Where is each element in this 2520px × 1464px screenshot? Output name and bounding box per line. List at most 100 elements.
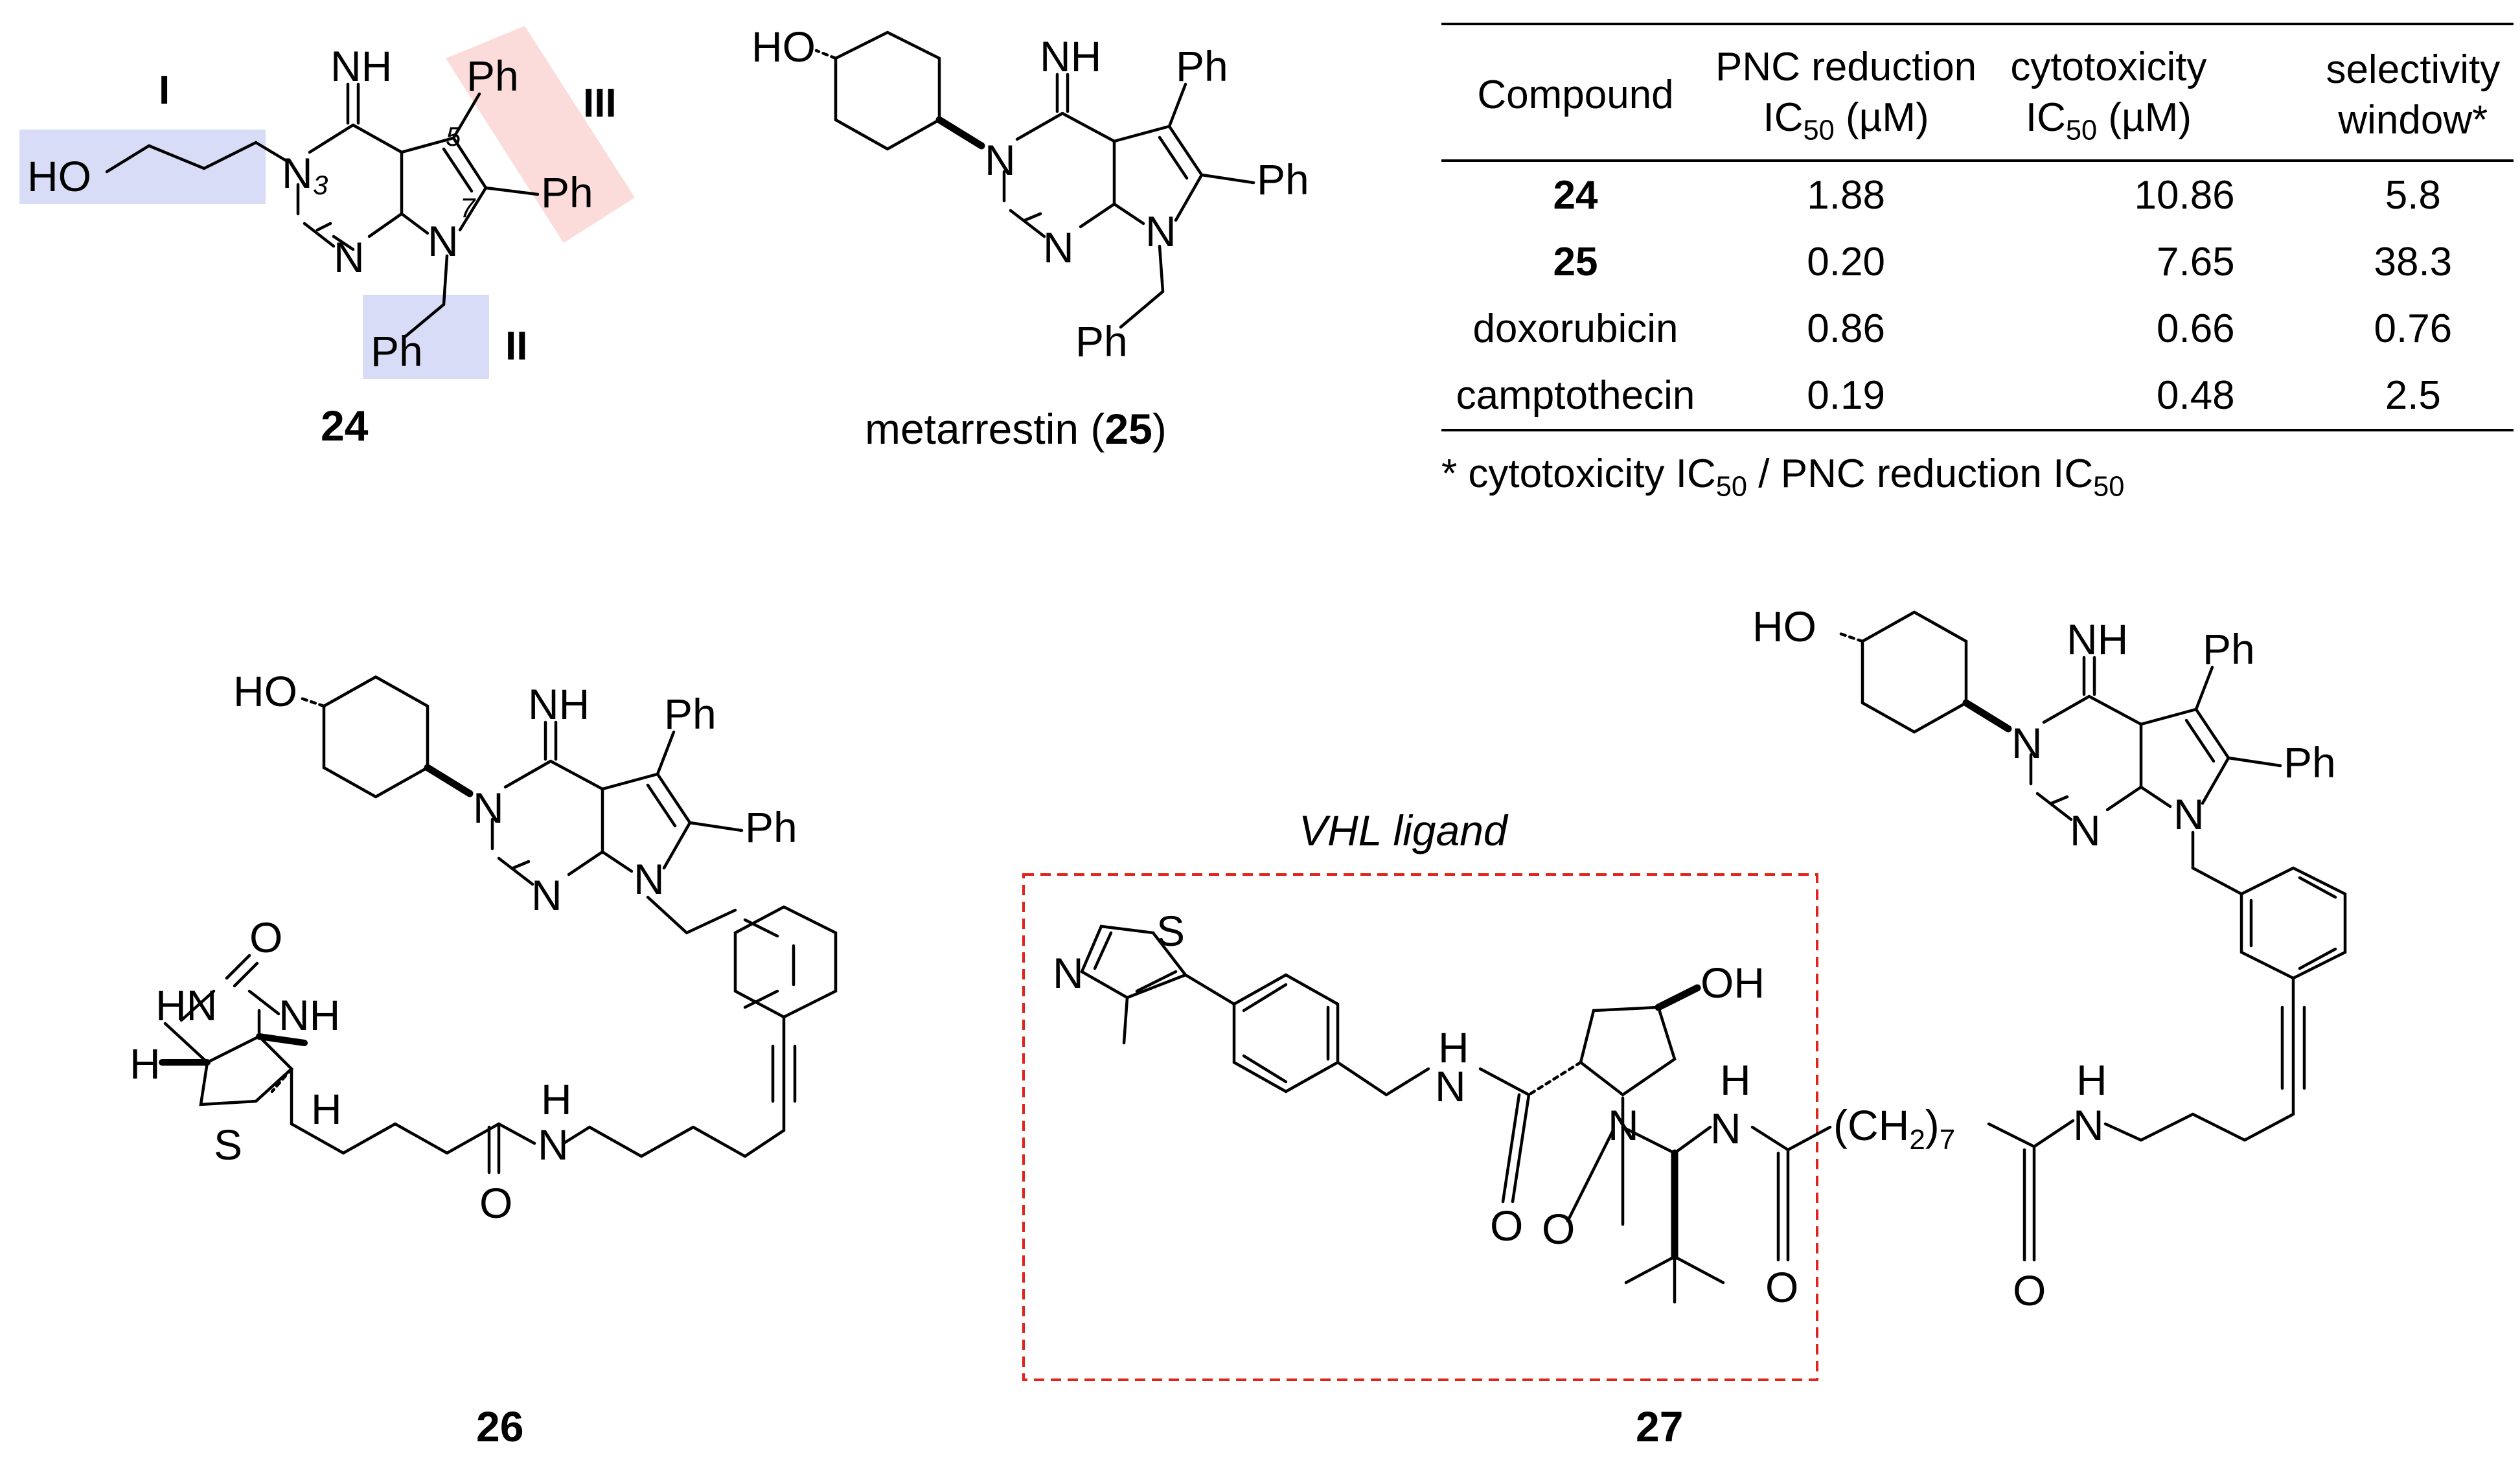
ch2-n: 7 [1940, 1124, 1955, 1156]
compound-27-o1: O [1490, 1202, 1523, 1250]
footnote-d: 50 [2093, 471, 2125, 503]
cell-pnc: 0.86 [1807, 306, 1885, 352]
compound-26-amide-h: H [541, 1075, 572, 1123]
compound-27-amide1-n: N [1435, 1062, 1466, 1110]
compound-27-thiazole-s: S [1156, 907, 1185, 955]
compound-27-ch2: (CH2)7 [1833, 1101, 1955, 1156]
region-I-highlight [19, 130, 266, 204]
cell-cyto: 7.65 [2156, 240, 2235, 285]
cell-sel: 0.76 [2374, 306, 2453, 352]
compound-26-amide-n: N [538, 1121, 569, 1169]
region-III-highlight [446, 26, 635, 243]
compound-27-o4: O [2013, 1266, 2046, 1314]
compound-24-ho: HO [27, 152, 91, 200]
compound-24: HO N 3 NH N N 5 7 Ph Ph Ph I II III 24 [19, 26, 635, 450]
region-I-label: I [159, 68, 170, 113]
compound-24-n3: N [282, 149, 313, 197]
compound-27-n7: N [2173, 790, 2205, 838]
header-pnc: PNC reduction IC50 (µM) [1709, 22, 1983, 163]
table-row: 25 0.20 7.65 38.3 [1441, 229, 2514, 295]
footnote-c: / PNC reduction IC [1747, 452, 2094, 497]
ch2-a: (CH [1833, 1101, 1909, 1149]
compound-27-label: 27 [1636, 1402, 1683, 1450]
compound-26-bonds [159, 675, 838, 1174]
compound-27-ph-b: Ph [2284, 738, 2336, 786]
compound-26-nh-b: NH [279, 991, 340, 1039]
compound-25-ph-b: Ph [1257, 155, 1309, 203]
cell-compound: doxorubicin [1472, 306, 1678, 352]
region-II-highlight [363, 295, 489, 379]
compound-26-n3: N [473, 784, 504, 832]
compound-26-h-a: H [130, 1040, 161, 1088]
compound-26-nh: NH [528, 680, 590, 728]
cell-pnc: 0.20 [1807, 240, 1885, 285]
cell-sel: 5.8 [2385, 173, 2441, 218]
compound-26-ph-b: Ph [745, 803, 797, 851]
vhl-caption: VHL ligand [1299, 806, 1509, 854]
compound-27-ph-a: Ph [2203, 625, 2255, 673]
header-pnc-unit: (µM) [1834, 95, 1929, 140]
region-II-label: II [505, 324, 527, 369]
compound-25-close: ) [1152, 405, 1167, 453]
header-pnc-sub: 50 [1803, 114, 1835, 146]
cell-compound: 24 [1553, 173, 1598, 218]
compound-24-ph-benzyl: Ph [371, 327, 423, 375]
compound-24-label: 24 [321, 402, 369, 450]
compound-25-n3: N [985, 136, 1016, 184]
compound-27-nh: NH [2067, 615, 2128, 663]
header-cyto-sub: 50 [2065, 114, 2098, 146]
compound-25-n7: N [1145, 207, 1176, 255]
table-footnote: * cytotoxicity IC50 / PNC reduction IC50 [1441, 451, 2514, 503]
cell-sel: 2.5 [2312, 362, 2514, 432]
compound-24-ph-6: Ph [541, 168, 593, 216]
footnote-a: * cytotoxicity IC [1441, 452, 1716, 497]
compound-26-urea-o: O [249, 913, 282, 961]
compound-27-amide2-h: H [1720, 1056, 1751, 1104]
region-III-label: III [583, 81, 617, 126]
compound-26-amide-o: O [479, 1179, 512, 1227]
compound-26-n1: N [531, 871, 562, 919]
compound-24-pos3: 3 [313, 170, 328, 200]
compound-25-ph-benzyl: Ph [1075, 317, 1128, 365]
table-row: camptothecin 0.19 0.48 2.5 [1441, 362, 2514, 432]
compound-27-amide3-h: H [2076, 1056, 2107, 1104]
compound-24-nh: NH [330, 42, 392, 90]
compound-27-ho: HO [1752, 602, 1816, 650]
compound-26-s: S [214, 1121, 242, 1169]
compound-24-pos7: 7 [460, 192, 476, 223]
compound-27-n3: N [2011, 719, 2043, 767]
compound-24-pos5: 5 [446, 121, 461, 152]
cell-cyto: 0.48 [1982, 362, 2313, 432]
header-cyto-ic: IC [2025, 95, 2066, 140]
header-sel-line2: window* [2338, 97, 2488, 143]
header-pnc-ic: IC [1763, 95, 1804, 140]
compound-26-hn: HN [155, 981, 217, 1029]
compound-27: VHL ligand [1022, 602, 2347, 1450]
compound-25-nh: NH [1040, 32, 1101, 80]
compound-26: HO N NH N N Ph Ph O HN NH H H S H N O 26 [130, 667, 838, 1450]
compound-27-o3: O [1765, 1263, 1798, 1311]
compound-24-n1: N [334, 233, 365, 281]
compound-26-label: 26 [476, 1402, 523, 1450]
cell-compound: 25 [1553, 240, 1598, 285]
header-cyto-line1: cytotoxicity [2010, 45, 2207, 89]
compound-27-amide1-h: H [1438, 1024, 1469, 1071]
header-cyto: cytotoxicity IC50 (µM) [1982, 22, 2313, 163]
compound-27-n1: N [2070, 806, 2101, 854]
ic50-table-grid: Compound PNC reduction IC50 (µM) cytotox… [1441, 22, 2514, 432]
compound-25-ph-a: Ph [1176, 42, 1228, 90]
compound-24-n7: N [428, 217, 459, 265]
table-header-row: Compound PNC reduction IC50 (µM) cytotox… [1441, 22, 2514, 163]
cell-pnc: 1.88 [1807, 173, 1885, 218]
cell-sel: 38.3 [2374, 240, 2453, 285]
compound-24-bonds [105, 82, 540, 339]
table-row: 24 1.88 10.86 5.8 [1441, 161, 2514, 229]
compound-27-thiazole-n: N [1053, 949, 1084, 997]
cell-pnc: 0.19 [1709, 362, 1983, 432]
header-cyto-unit: (µM) [2097, 95, 2192, 140]
cell-cyto: 10.86 [2134, 173, 2235, 218]
compound-25-number: 25 [1105, 405, 1152, 453]
compound-27-o2: O [1542, 1205, 1575, 1253]
header-pnc-line1: PNC reduction [1715, 45, 1977, 89]
compound-27-bonds [1080, 610, 2347, 1304]
